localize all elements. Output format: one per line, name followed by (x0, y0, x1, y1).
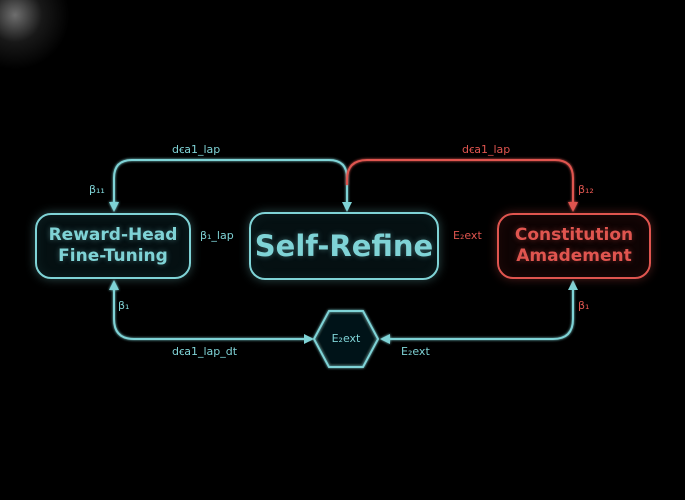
edge-top-left-arc (109, 159, 348, 212)
node-constitution-line2: Amadement (516, 246, 632, 266)
hexagon-node-label[interactable]: E₂ext (331, 332, 361, 345)
node-reward-head-fine-tuning[interactable]: Reward-Head Fine-Tuning (35, 213, 191, 279)
edge-bottom-left (109, 280, 312, 340)
label-bottom-left-path: dꞓa1_lap_dt (172, 345, 238, 358)
label-reward-to-self: β₁_lap (200, 229, 234, 242)
node-self-refine[interactable]: Self-Refine (249, 212, 439, 280)
node-constitution-line1: Constitution (514, 225, 634, 245)
node-constitution-amadement[interactable]: Constitution Amadement (497, 213, 651, 279)
edge-bottom-right (380, 282, 574, 344)
node-reward-line1: Reward-Head (48, 225, 178, 245)
label-bottom-right-beta: β₁ (578, 299, 590, 312)
edge-top-right-arc (346, 159, 578, 212)
label-top-left-arc: dꞓa1_lap (172, 143, 221, 156)
label-top-right-arc: dꞓa1_lap (462, 143, 511, 156)
label-beta-12: β₁₂ (578, 183, 594, 196)
label-bottom-right-path: E₂ext (401, 345, 430, 358)
label-bottom-left-beta: β₁ (118, 299, 130, 312)
label-self-to-constitution: E₂ext (453, 229, 482, 242)
hexagon-node-shape (312, 310, 380, 368)
label-beta-11: β₁₁ (89, 183, 105, 196)
node-self-refine-label: Self-Refine (254, 229, 434, 263)
node-reward-line2: Fine-Tuning (58, 246, 168, 266)
